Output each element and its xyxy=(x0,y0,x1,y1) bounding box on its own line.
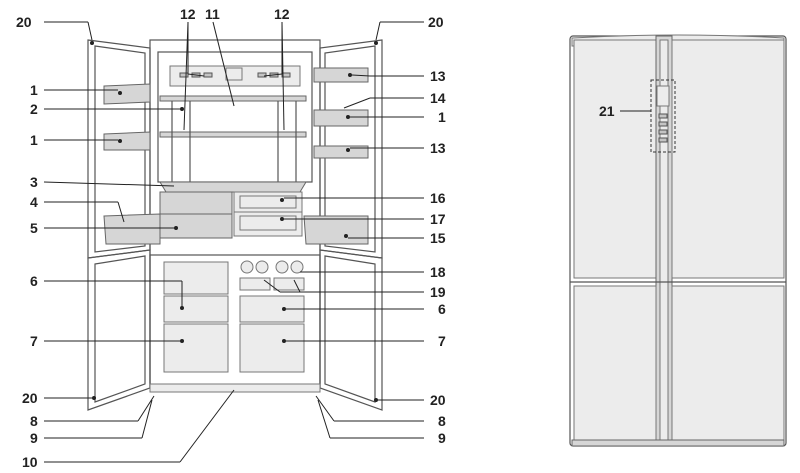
label-5: 5 xyxy=(30,220,38,236)
label-6-right: 6 xyxy=(438,301,446,317)
label-13-upper: 13 xyxy=(430,68,446,84)
label-9-left: 9 xyxy=(30,430,38,446)
label-18: 18 xyxy=(430,264,446,280)
label-20-bottom-right: 20 xyxy=(430,392,446,408)
open-fridge-illustration xyxy=(87,39,383,411)
label-20-bottom-left: 20 xyxy=(22,390,38,406)
label-8-right: 8 xyxy=(438,413,446,429)
label-2: 2 xyxy=(30,101,38,117)
label-8-left: 8 xyxy=(30,413,38,429)
label-4: 4 xyxy=(30,194,38,210)
label-3: 3 xyxy=(30,174,38,190)
label-7-left: 7 xyxy=(30,333,38,349)
label-1-upper: 1 xyxy=(30,82,38,98)
closed-fridge-illustration: 21 xyxy=(569,34,787,447)
label-1-lower: 1 xyxy=(30,132,38,148)
label-16: 16 xyxy=(430,190,446,206)
label-14: 14 xyxy=(430,90,446,106)
label-1-right: 1 xyxy=(438,109,446,125)
label-12-right: 12 xyxy=(274,6,290,22)
label-15: 15 xyxy=(430,230,446,246)
label-9-right: 9 xyxy=(438,430,446,446)
label-17: 17 xyxy=(430,211,446,227)
label-6-left: 6 xyxy=(30,273,38,289)
label-20-top-right: 20 xyxy=(428,14,444,30)
part-labels: 20 12 11 12 20 1 2 1 3 4 5 6 7 20 8 9 10… xyxy=(16,6,446,470)
label-20-top-left: 20 xyxy=(16,14,32,30)
label-19: 19 xyxy=(430,284,446,300)
label-7-right: 7 xyxy=(438,333,446,349)
label-10: 10 xyxy=(22,454,38,470)
leader-lines xyxy=(43,21,424,463)
label-12-left: 12 xyxy=(180,6,196,22)
label-21: 21 xyxy=(599,103,615,119)
label-11: 11 xyxy=(205,6,220,22)
label-13-lower: 13 xyxy=(430,140,446,156)
